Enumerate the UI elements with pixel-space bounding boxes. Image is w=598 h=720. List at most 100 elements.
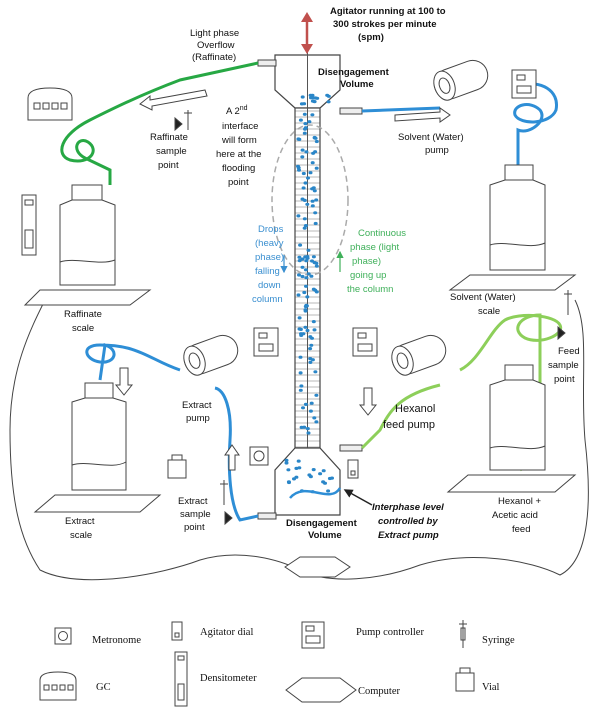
hexanol-pump-label: Hexanol	[395, 403, 435, 415]
drop	[303, 122, 308, 126]
drop	[296, 164, 300, 168]
extract-syringe-icon	[220, 480, 233, 526]
drop	[314, 290, 319, 294]
drops-label: (heavy	[255, 238, 284, 249]
second-interface-label: here at the	[216, 149, 261, 160]
agitator-label: 300 strokes per minute	[333, 19, 437, 30]
interphase-label: Interphase level	[372, 502, 444, 513]
drop	[298, 327, 303, 331]
drop	[308, 171, 313, 175]
drop	[296, 459, 301, 463]
drop	[310, 187, 315, 191]
extract-sample-label: Extract	[178, 496, 208, 507]
extract-sample-label: point	[184, 522, 205, 533]
drops-label: Drops	[258, 224, 284, 235]
drop	[302, 290, 307, 295]
drop	[312, 189, 317, 193]
drop	[297, 255, 302, 259]
drop	[303, 402, 308, 406]
raffinate-line	[60, 61, 259, 185]
light-phase-label: Light phase	[190, 28, 239, 39]
drop	[303, 268, 308, 272]
drop	[305, 427, 310, 431]
syringe-icon	[459, 620, 467, 648]
drop	[309, 274, 314, 278]
drop	[314, 198, 319, 202]
drop	[310, 358, 315, 362]
feed-sample-label: Feed	[558, 346, 580, 357]
drop	[297, 316, 302, 320]
legend-metronome: Metronome	[92, 635, 141, 646]
drop	[311, 468, 316, 472]
drop	[286, 480, 291, 484]
light-phase-label: (Raffinate)	[192, 52, 236, 63]
metronome-icon	[249, 446, 269, 466]
drop	[308, 409, 313, 413]
second-interface-label: interface	[222, 121, 258, 132]
drop	[304, 259, 309, 263]
legend-vial: Vial	[482, 682, 500, 693]
solvent-pump-label: Solvent (Water)	[398, 132, 464, 143]
raffinate-sample-label: point	[158, 160, 179, 171]
drop	[310, 199, 315, 203]
drop	[310, 259, 314, 263]
drop	[284, 458, 289, 462]
drops-label: phase)	[255, 252, 284, 263]
drop	[303, 181, 308, 185]
bottom-disengagement-label: Volume	[308, 530, 342, 541]
feed-sample-label: point	[554, 374, 575, 385]
drop	[298, 371, 303, 375]
drop	[313, 221, 318, 226]
drop	[301, 171, 306, 176]
interphase-label: controlled by	[378, 516, 438, 527]
vial-icon	[167, 454, 187, 479]
pump-controller-icon	[301, 621, 325, 649]
extract-line	[85, 343, 259, 522]
drop	[312, 416, 317, 420]
drop	[306, 431, 311, 435]
drop	[330, 476, 334, 480]
drop	[297, 466, 302, 470]
raffinate-sample-label: sample	[156, 146, 187, 157]
extract-bottle	[33, 382, 162, 513]
drop	[299, 333, 304, 337]
drop	[310, 336, 314, 340]
top-disengagement-label: Disengagement	[318, 67, 390, 78]
legend-agitator-dial: Agitator dial	[200, 627, 253, 638]
continuous-phase-label: Continuous	[358, 228, 406, 239]
light-phase-label: Overflow	[197, 40, 235, 51]
raffinate-scale-label: Raffinate	[64, 309, 102, 320]
hexanol-flow-arrow	[358, 387, 378, 416]
drop	[326, 489, 331, 493]
raffinate-syringe-icon	[174, 110, 192, 132]
agitator-dial-icon	[347, 459, 359, 479]
drop	[307, 473, 312, 477]
drop	[312, 328, 317, 332]
drop	[306, 176, 310, 180]
extract-scale-label: scale	[70, 530, 92, 541]
agitator-dial-icon	[171, 621, 183, 641]
drop	[306, 272, 311, 276]
drop	[309, 401, 314, 405]
extract-pump	[183, 334, 239, 376]
drop	[299, 384, 304, 388]
drop	[314, 393, 319, 397]
raffinate-scale-label: scale	[72, 323, 94, 334]
computer-icon	[284, 556, 351, 578]
drop	[305, 328, 310, 333]
drop	[302, 198, 307, 202]
raffinate-flow-arrow	[139, 89, 208, 111]
drop	[304, 150, 309, 154]
raffinate-bottle	[23, 184, 152, 306]
drop	[298, 243, 303, 247]
extract-up-arrow	[224, 444, 240, 471]
extract-sample-label: sample	[180, 509, 211, 520]
hexanol-feed-line	[360, 313, 563, 472]
drop	[305, 295, 310, 299]
second-interface-label: A 2nd	[226, 105, 248, 117]
computer-icon	[285, 677, 357, 703]
drop	[298, 355, 303, 359]
drop	[314, 139, 319, 144]
drop	[300, 265, 305, 269]
drop	[296, 214, 301, 218]
